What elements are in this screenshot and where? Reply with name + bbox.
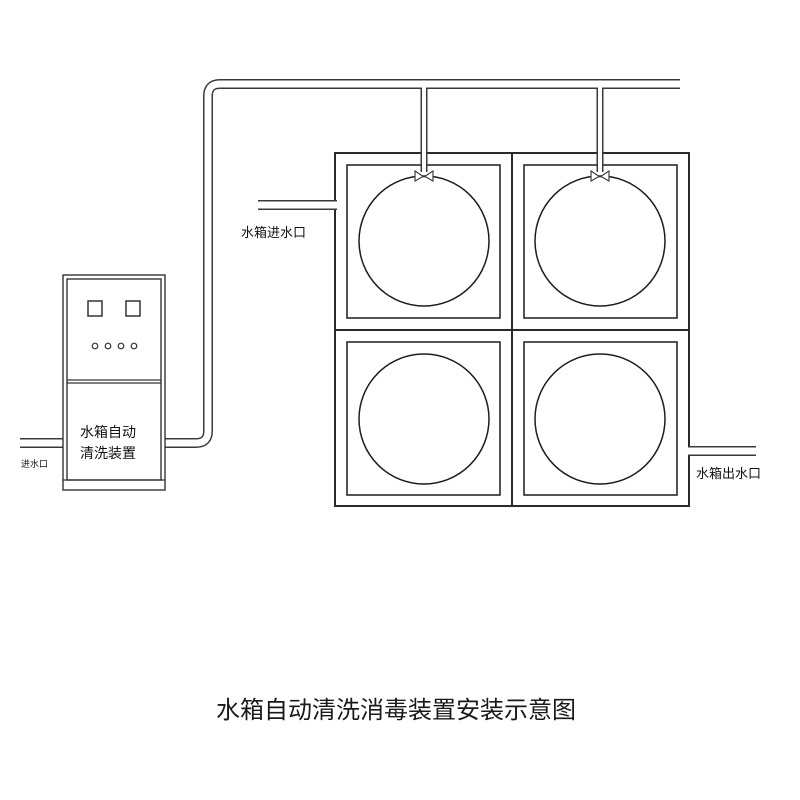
tank-panel-bottom-right bbox=[511, 329, 690, 507]
water-tank bbox=[334, 152, 690, 507]
cleaning-pipe bbox=[164, 79, 680, 448]
tank-panel-top-right bbox=[511, 152, 690, 331]
meter-right bbox=[125, 300, 141, 317]
indicator-light-4 bbox=[130, 342, 138, 350]
indicator-light-2 bbox=[104, 342, 112, 350]
spray-nozzle-left bbox=[414, 169, 434, 182]
indicator-light-3 bbox=[117, 342, 125, 350]
manhole-bottom-left bbox=[358, 353, 490, 485]
indicator-light-1 bbox=[91, 342, 99, 350]
manhole-top-left bbox=[358, 175, 490, 307]
cleaning-device: 水箱自动 清洗装置 bbox=[62, 274, 166, 491]
tank-panel-bottom-left bbox=[334, 329, 513, 507]
manhole-bottom-right bbox=[534, 353, 666, 485]
spray-nozzle-right bbox=[590, 169, 610, 182]
device-name-line1: 水箱自动 bbox=[80, 425, 136, 441]
diagram-title: 水箱自动清洗消毒装置安装示意图 bbox=[216, 696, 576, 724]
device-name-line2: 清洗装置 bbox=[80, 446, 136, 462]
meter-left bbox=[87, 300, 103, 317]
tank-inlet-label: 水箱进水口 bbox=[241, 225, 306, 241]
tank-outlet-label: 水箱出水口 bbox=[696, 466, 761, 482]
tank-panel-top-left bbox=[334, 152, 513, 331]
manhole-top-right bbox=[534, 175, 666, 307]
device-inlet-label: 进水口 bbox=[21, 458, 48, 470]
